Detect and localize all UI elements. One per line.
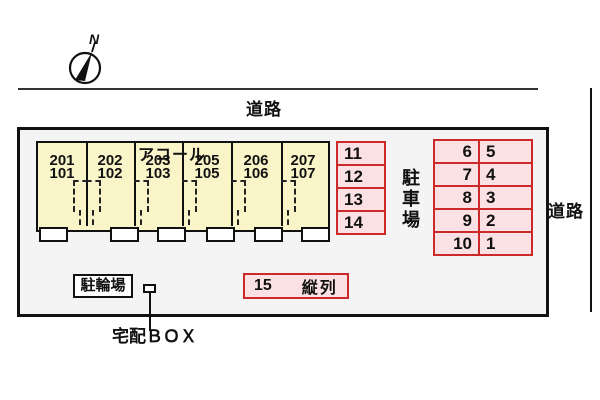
entry-path: [281, 180, 296, 212]
entry-path: [86, 180, 101, 212]
unit-label-201-101: 201 101: [40, 152, 84, 182]
entry-path: [134, 180, 149, 212]
building-outline: 201 101 202 102 203 103 205 105 206 106 …: [36, 141, 330, 232]
parking-space-3: 3: [478, 185, 533, 210]
parking-space-9: 9: [433, 208, 480, 233]
unit-divider: [182, 143, 184, 226]
entry-path-step: [92, 210, 101, 225]
unit-label-203-103: 203 103: [136, 152, 180, 182]
porch: [157, 227, 186, 242]
unit-label-207-107: 207 107: [281, 152, 325, 182]
delivery-box-leader-line: [149, 293, 151, 331]
unit-upper-number: 202: [97, 152, 123, 169]
parking-row: 8 3: [433, 185, 533, 210]
unit-upper-number: 207: [290, 152, 316, 169]
parking-space-10: 10: [433, 231, 480, 256]
parking-space-2: 2: [478, 208, 533, 233]
unit-divider: [281, 143, 283, 226]
entry-path-step: [188, 210, 197, 225]
unit-label-206-106: 206 106: [234, 152, 278, 182]
unit-lower-number: 101: [49, 165, 75, 182]
site-boundary: 201 101 202 102 203 103 205 105 206 106 …: [17, 127, 549, 331]
porch: [301, 227, 330, 242]
road-label-top: 道路: [246, 100, 282, 119]
parking-space-7: 7: [433, 162, 480, 187]
unit-upper-number: 205: [194, 152, 220, 169]
unit-lower-number: 105: [194, 165, 220, 182]
unit-divider: [86, 143, 88, 226]
parking-column-left: 11 12 13 14: [336, 141, 386, 235]
parking-space-14: 14: [336, 210, 386, 235]
tandem-label: 縦列: [301, 280, 338, 297]
entry-path-step: [140, 210, 149, 225]
unit-label-202-102: 202 102: [88, 152, 132, 182]
bicycle-parking-label: 駐輪場: [73, 274, 133, 298]
compass-north-label: N: [89, 32, 100, 47]
entry-path: [182, 180, 197, 212]
entry-path-step: [72, 210, 81, 225]
delivery-box-label: 宅配ＢＯＸ: [112, 327, 197, 346]
unit-upper-number: 201: [49, 152, 75, 169]
unit-divider: [231, 143, 233, 226]
porch: [254, 227, 283, 242]
entry-path-step: [237, 210, 246, 225]
delivery-box-icon: [143, 284, 156, 293]
parking-row: 6 5: [433, 139, 533, 164]
tandem-number: 15: [254, 277, 272, 294]
parking-space-6: 6: [433, 139, 480, 164]
unit-lower-number: 106: [243, 165, 269, 182]
parking-row: 7 4: [433, 162, 533, 187]
parking-row: 10 1: [433, 231, 533, 256]
parking-area-label: 駐車場: [400, 168, 420, 231]
unit-lower-number: 107: [290, 165, 316, 182]
parking-space-11: 11: [336, 141, 386, 166]
unit-divider: [134, 143, 136, 226]
road-label-right: 道路: [548, 202, 584, 221]
parking-space-15-tandem: 15 縦列: [243, 273, 349, 299]
unit-upper-number: 203: [145, 152, 171, 169]
entry-path: [73, 180, 88, 212]
porch: [39, 227, 68, 242]
porch: [206, 227, 235, 242]
porch: [110, 227, 139, 242]
unit-lower-number: 102: [97, 165, 123, 182]
unit-upper-number: 206: [243, 152, 269, 169]
unit-lower-number: 103: [145, 165, 171, 182]
entry-path-step: [287, 210, 296, 225]
compass-icon: N: [68, 32, 102, 85]
road-line-right: [590, 88, 592, 312]
parking-space-4: 4: [478, 162, 533, 187]
parking-row: 9 2: [433, 208, 533, 233]
parking-space-5: 5: [478, 139, 533, 164]
road-line-top: [18, 88, 538, 90]
building-name: アコール: [137, 147, 206, 164]
parking-space-1: 1: [478, 231, 533, 256]
parking-space-8: 8: [433, 185, 480, 210]
parking-space-13: 13: [336, 187, 386, 212]
parking-grid-right: 6 5 7 4 8 3 9 2 10 1: [433, 139, 533, 256]
entry-path: [231, 180, 246, 212]
parking-space-12: 12: [336, 164, 386, 189]
unit-label-205-105: 205 105: [185, 152, 229, 182]
